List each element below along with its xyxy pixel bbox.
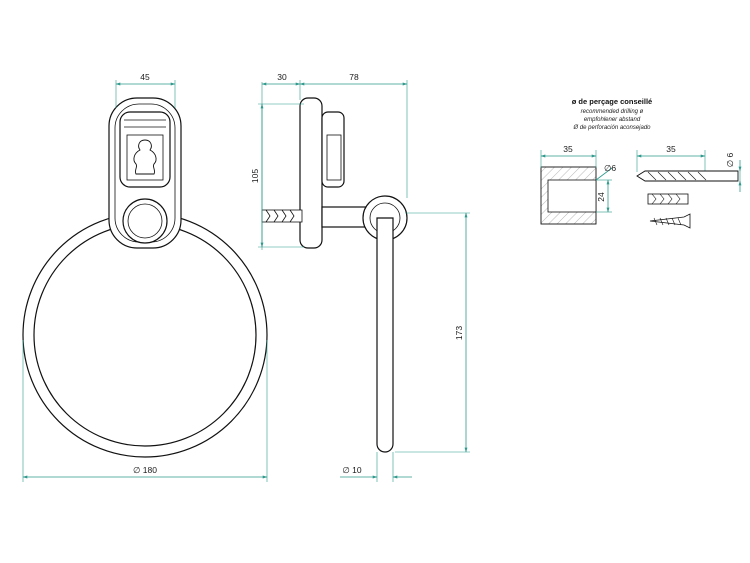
dim-height-fixing: 105	[250, 103, 304, 248]
screw	[649, 213, 691, 229]
dim-label-hole-depth: 35	[563, 144, 573, 154]
dim-plate-width: 45	[115, 72, 176, 108]
dim-ring-drop: 173	[395, 212, 470, 453]
dim-label-drill-diameter: ∅ 6	[725, 152, 735, 167]
dim-label-plate-width: 45	[140, 72, 150, 82]
towel-ring-outer	[22, 212, 268, 458]
ring-knuckle	[122, 198, 168, 244]
drilling-note: ø de perçage conseillé recommended drill…	[572, 97, 652, 131]
dim-label-drill-depth: 35	[666, 144, 676, 154]
ring-knuckle-inner	[127, 203, 163, 239]
wall-plug	[647, 193, 689, 205]
side-screw	[261, 209, 303, 223]
drilling-note-es: Ø de perforación aconsejado	[572, 125, 651, 131]
dim-label-plug-length: 24	[596, 192, 606, 202]
dim-label-rod-diameter: ∅ 10	[342, 465, 361, 475]
hole-bore	[547, 179, 597, 213]
dim-depth-plate: 30	[261, 72, 301, 100]
drilling-note-en: recommended drilling ø	[581, 109, 644, 115]
dim-label-ring-diameter: ∅ 180	[133, 465, 157, 475]
side-plate	[299, 97, 323, 249]
side-view	[261, 82, 408, 453]
front-view	[22, 97, 268, 458]
dim-rod-diameter: ∅ 10	[340, 452, 412, 482]
dim-depth-total: 78	[299, 72, 408, 198]
decor-window	[126, 134, 164, 181]
drilling-note-heading: ø de perçage conseillé	[572, 97, 652, 106]
dim-ring-diameter: ∅ 180	[22, 340, 268, 482]
towel-ring-inner	[33, 223, 257, 447]
hole-detail: 35 ∅6 24	[540, 144, 616, 225]
drill-detail: 35 ∅ 6	[636, 144, 742, 229]
side-ring-rod	[376, 217, 394, 453]
drilling-note-de: empfohlener abstand	[584, 117, 641, 123]
dim-label-depth-total: 78	[349, 72, 359, 82]
dim-label-height-fixing: 105	[250, 169, 260, 183]
dim-label-hole-diameter: ∅6	[604, 163, 616, 173]
dim-label-depth-plate: 30	[277, 72, 287, 82]
dim-label-ring-drop: 173	[454, 326, 464, 340]
decor-figure	[133, 139, 157, 175]
drill-bit	[636, 170, 739, 182]
side-housing	[321, 111, 345, 188]
